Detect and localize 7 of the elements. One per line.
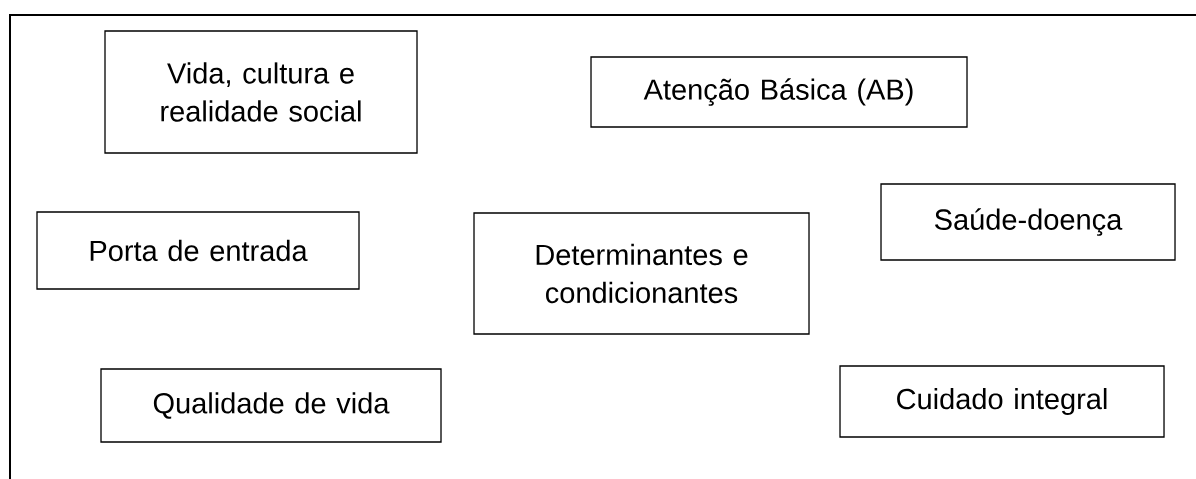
text-box: Saúde-doença: [880, 183, 1176, 261]
text-box: Vida, cultura e realidade social: [104, 30, 418, 154]
text-box: Cuidado integral: [839, 365, 1165, 438]
text-box: Qualidade de vida: [100, 368, 442, 443]
text-box: Porta de entrada: [36, 211, 360, 290]
text-box: Atenção Básica (AB): [590, 56, 968, 128]
text-box: Determinantes e condicionantes: [473, 212, 810, 335]
